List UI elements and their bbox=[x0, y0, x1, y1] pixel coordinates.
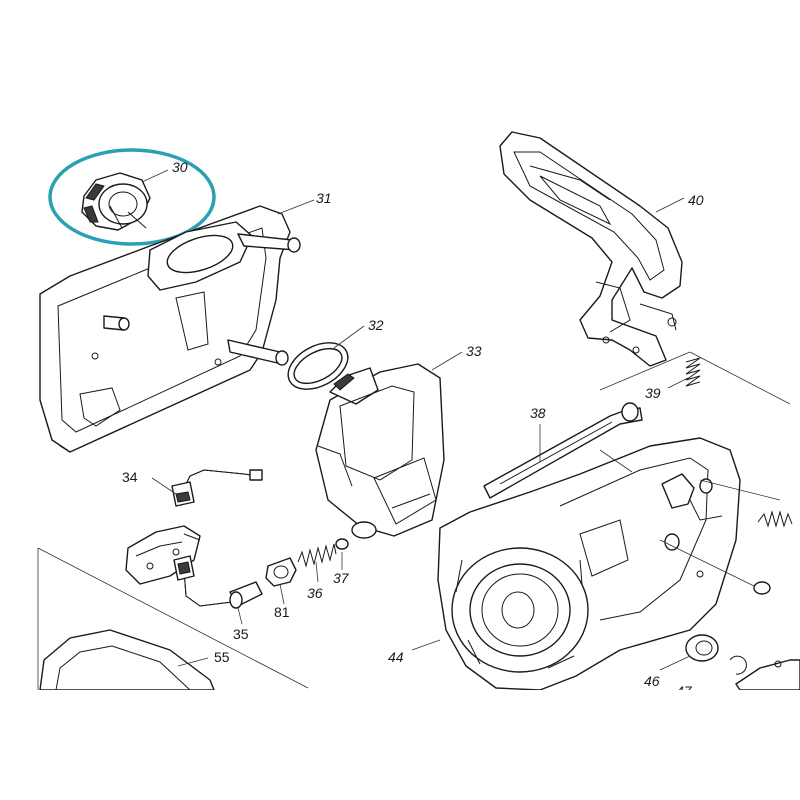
highlight-ring-part-30 bbox=[48, 148, 216, 246]
callout-31[interactable]: 31 bbox=[316, 190, 332, 206]
part-37-plug[interactable] bbox=[335, 538, 349, 550]
callout-55[interactable]: 55 bbox=[214, 649, 230, 665]
callout-44[interactable]: 44 bbox=[388, 649, 404, 665]
callout-38[interactable]: 38 bbox=[530, 405, 546, 421]
callout-labels: 30 31 32 33 34 35 36 37 38 39 40 44 46 4… bbox=[122, 159, 704, 699]
section-lines bbox=[37, 351, 791, 690]
callout-30[interactable]: 30 bbox=[172, 159, 188, 175]
callout-33[interactable]: 33 bbox=[466, 343, 482, 359]
part-36-spring[interactable] bbox=[297, 543, 337, 568]
part-81-clamp[interactable] bbox=[265, 557, 297, 587]
part-35-oil-hose[interactable] bbox=[173, 555, 263, 609]
part-44-crankcase[interactable] bbox=[437, 437, 741, 691]
part-34-oil-hose[interactable] bbox=[171, 469, 263, 507]
part-31-chain-cover[interactable] bbox=[39, 205, 301, 453]
part-40-hand-guard[interactable] bbox=[499, 131, 683, 367]
callout-40[interactable]: 40 bbox=[688, 192, 704, 208]
part-30-clutch-drum[interactable] bbox=[81, 172, 151, 231]
callout-46[interactable]: 46 bbox=[644, 673, 660, 689]
callout-37[interactable]: 37 bbox=[333, 570, 350, 586]
part-33-oil-tank[interactable] bbox=[315, 363, 445, 539]
oil-pump-bracket bbox=[125, 525, 201, 585]
callout-39[interactable]: 39 bbox=[645, 385, 661, 401]
callout-81[interactable]: 81 bbox=[274, 604, 290, 620]
part-38-guide-plate[interactable] bbox=[483, 402, 643, 499]
callout-35[interactable]: 35 bbox=[233, 626, 249, 642]
callout-32[interactable]: 32 bbox=[368, 317, 384, 333]
part-55-sprocket-cover[interactable] bbox=[39, 629, 215, 691]
leader-lines bbox=[141, 169, 691, 671]
part-47-circlip[interactable] bbox=[729, 655, 747, 675]
callout-34[interactable]: 34 bbox=[122, 469, 138, 485]
part-39-spring[interactable] bbox=[685, 357, 701, 387]
callout-36[interactable]: 36 bbox=[307, 585, 323, 601]
part-32-o-ring[interactable] bbox=[280, 333, 355, 398]
bottom-crop bbox=[0, 690, 800, 800]
part-46-bearing[interactable] bbox=[685, 634, 719, 662]
right-edge-parts bbox=[735, 510, 800, 691]
